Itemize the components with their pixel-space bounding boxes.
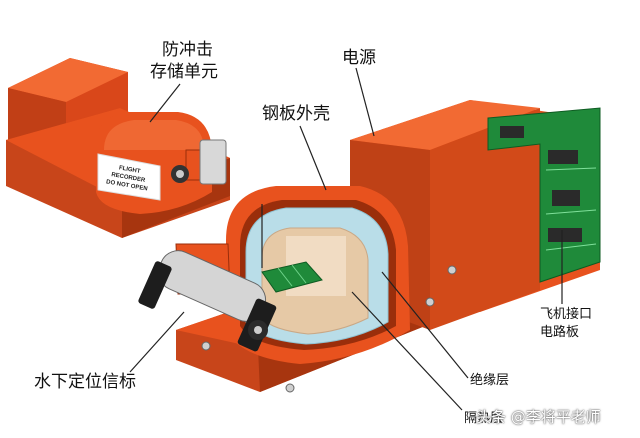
label-crash-memory-unit-line1: 防冲击 <box>162 40 213 60</box>
label-interface-board-line1: 飞机接口 <box>540 307 593 322</box>
label-power-supply: 电源 <box>342 48 376 68</box>
label-underwater-locator-beacon: 水下定位信标 <box>34 372 136 392</box>
watermark: 头条 @李将平老师 <box>476 408 601 426</box>
crash-memory-unit <box>6 58 230 238</box>
device-marking-line2: RECORDER <box>111 172 147 184</box>
underwater-locator-beacon <box>138 243 277 352</box>
label-crash-memory-unit-line2: 存储单元 <box>150 62 218 82</box>
device-marking-line1: FLIGHT <box>118 165 141 175</box>
interface-circuit-board <box>487 107 601 283</box>
leader-lines <box>129 67 563 411</box>
label-steel-shell: 钢板外壳 <box>262 104 330 124</box>
label-interface-board-line2: 电路板 <box>540 325 580 340</box>
label-insulation-layer: 绝缘层 <box>470 373 510 388</box>
label-thermal-layer: 隔热层 <box>464 411 504 426</box>
